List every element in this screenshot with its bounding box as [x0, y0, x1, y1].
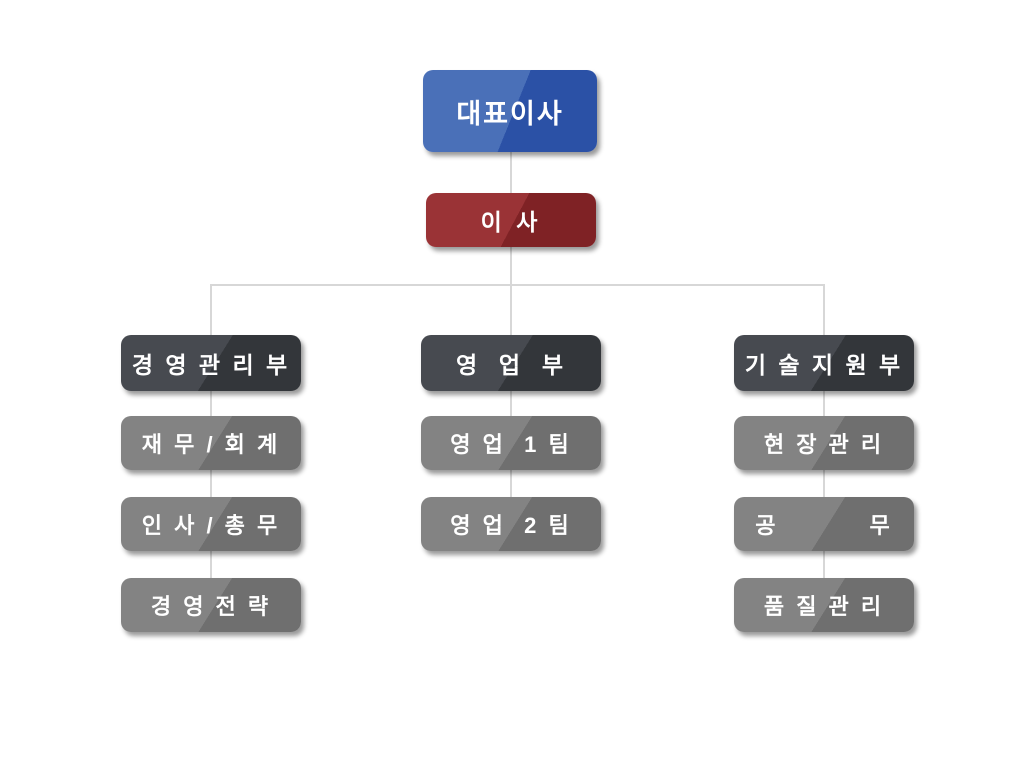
connector-col3-a	[823, 391, 825, 416]
connector-col2-a	[510, 391, 512, 416]
connector-col2-b	[510, 470, 512, 497]
connector-col3-b	[823, 470, 825, 497]
connector-bus-left-drop	[210, 284, 212, 335]
connector-col3-c	[823, 551, 825, 578]
connector-director-bus	[510, 247, 512, 285]
connector-col1-c	[210, 551, 212, 578]
node-hr-general-affairs: 인 사 / 총 무	[121, 497, 301, 551]
node-site-management: 현 장 관 리	[734, 416, 914, 470]
node-sales-team-2: 영 업 2 팀	[421, 497, 601, 551]
connector-col1-b	[210, 470, 212, 497]
connector-col1-a	[210, 391, 212, 416]
node-management-dept: 경 영 관 리 부	[121, 335, 301, 391]
node-management-strategy: 경 영 전 략	[121, 578, 301, 632]
connector-bus-mid-drop	[510, 284, 512, 335]
connector-bus-horizontal	[210, 284, 824, 286]
node-director: 이 사	[426, 193, 596, 247]
node-sales-dept: 영 업 부	[421, 335, 601, 391]
node-tech-support-dept: 기 술 지 원 부	[734, 335, 914, 391]
connector-ceo-director	[510, 152, 512, 193]
node-engineering: 공 무	[734, 497, 914, 551]
node-sales-team-1: 영 업 1 팀	[421, 416, 601, 470]
node-quality-control: 품 질 관 리	[734, 578, 914, 632]
node-finance-accounting: 재 무 / 회 계	[121, 416, 301, 470]
connector-bus-right-drop	[823, 284, 825, 335]
node-ceo: 대표이사	[423, 70, 597, 152]
